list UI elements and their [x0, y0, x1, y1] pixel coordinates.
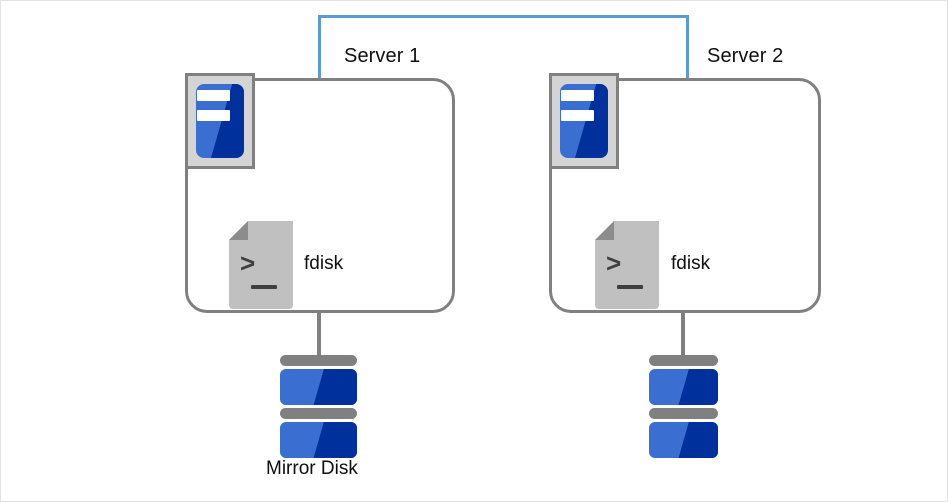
disk-stack-icon [280, 355, 357, 458]
server2-title: Server 2 [707, 45, 784, 67]
cursor-underscore-icon [251, 285, 277, 289]
disk-body-top [280, 369, 357, 405]
server1-title: Server 1 [344, 45, 421, 67]
server-interconnect-line [318, 15, 689, 81]
disk-stack-icon [649, 355, 718, 458]
server1-to-disk1-connector [317, 312, 321, 360]
prompt-glyph: > [606, 248, 622, 278]
disk-bar-middle [649, 408, 718, 419]
disk-body-bottom [280, 422, 357, 458]
server-slot-bar-top [561, 90, 594, 101]
disk-body-bottom [649, 422, 718, 458]
disk-body-top [649, 369, 718, 405]
server2-to-disk2-connector [681, 312, 685, 360]
prompt-glyph: > [240, 248, 256, 278]
server-slot-bar-bottom [197, 110, 230, 121]
cursor-underscore-icon [617, 285, 643, 289]
server2-app-label: fdisk [671, 253, 711, 274]
server-icon [549, 73, 619, 169]
document-fold-corner [229, 221, 248, 240]
disk-bar-top [649, 355, 718, 366]
disk-bar-top [280, 355, 357, 366]
terminal-document-icon: > [229, 221, 293, 309]
document-fold-corner [595, 221, 614, 240]
terminal-document-icon: > [595, 221, 659, 309]
mirror-disk-label: Mirror Disk [266, 458, 358, 479]
disk-bar-middle [280, 408, 357, 419]
server-slot-bar-top [197, 90, 230, 101]
server-slot-bar-bottom [561, 110, 594, 121]
server-icon [185, 73, 255, 169]
server1-app-label: fdisk [304, 253, 344, 274]
